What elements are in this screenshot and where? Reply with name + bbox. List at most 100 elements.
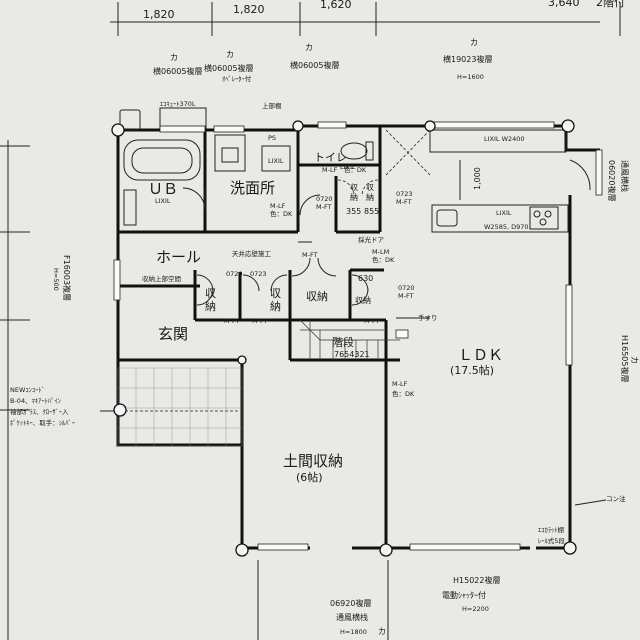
entrance-door-line-2: B-04、ﾏｷｱｰﾄﾊﾟｲﾝ — [10, 397, 61, 405]
dimension-line: 1,820 1,820 1,620 3,640 2階付 — [110, 0, 625, 36]
right-window-top-spec: 06020複層 — [607, 160, 617, 201]
window-spec-3: 横06005複層 — [290, 60, 339, 70]
d0723-b: 0723 — [250, 270, 267, 278]
pillars — [111, 119, 577, 557]
storage-vertical-labels: 収 納 収 納 収 納 収 納 収納 — [205, 182, 374, 313]
right-window-mid-spec: H16505複層 — [620, 335, 630, 382]
doors — [182, 159, 591, 306]
mft-e: M-FT — [224, 317, 240, 325]
toilet-brand: LIXIL — [340, 163, 356, 171]
room-ldk: ＬＤＫ — [458, 346, 503, 364]
right-window-labels: 06020複層 通風横栈 H16505複層 カ — [607, 160, 639, 382]
mft-a: M-FT — [316, 203, 332, 211]
entrance-porch-tiles — [117, 367, 243, 447]
storage-label-1b: 納 — [350, 192, 358, 202]
top-window-labels: カ 横06005複層 カ 横06005複層 ｵﾍﾟﾚｰﾀｰ付 カ 横06005複… — [153, 38, 492, 83]
dimension-3: 1,620 — [320, 0, 352, 11]
storage-label-3a: 収 — [205, 287, 216, 300]
room-hall: ホール — [156, 248, 201, 266]
room-washroom: 洗面所 — [230, 179, 275, 197]
left-side: F16003複層 H=500 — [0, 140, 72, 640]
bottom-storage-window-kana: カ — [378, 627, 386, 636]
window-kana-4: カ — [470, 38, 478, 47]
dim-1000: 1,000 — [473, 167, 482, 190]
bottom-ldk-window-height: H=2200 — [462, 605, 489, 613]
room-labels: ＵＢ LIXIL 洗面所 トイレ LIXIL ホール 玄関 収納 階段 7654… — [148, 151, 503, 484]
color-dk-a: 色：DK — [270, 209, 293, 218]
window-height-4: H=1600 — [457, 73, 484, 81]
d0720-a: 0720 — [316, 195, 333, 203]
bath-fixtures — [119, 107, 374, 226]
storage-label-2b: 納 — [366, 192, 374, 202]
mft-d: M-FT — [398, 292, 414, 300]
lixil-small: LIXIL — [268, 157, 284, 165]
room-dirt-storage-size: (6帖) — [296, 471, 323, 484]
eco-shelf: ｴｺｶﾗｯﾄ棚 — [538, 525, 565, 534]
room-dirt-storage: 土間収納 — [283, 452, 343, 470]
door-355: 355 — [346, 207, 361, 216]
right-window-top-sub: 通風横栈 — [620, 160, 630, 192]
lf-label: M-LF — [392, 380, 408, 388]
mft-c: M-FT — [302, 251, 318, 259]
ml-dk: M-LF — [270, 202, 286, 210]
mft-g: M-FT — [364, 317, 380, 325]
window-kana-3: カ — [305, 43, 313, 52]
left-window-spec: F16003複層 — [62, 255, 72, 301]
window-spec-4: 横19023複層 — [443, 54, 492, 64]
outlet-note: コン注 — [606, 494, 626, 503]
right-window-mid-kana: カ — [630, 356, 639, 364]
kitchen-brand: LIXIL — [496, 209, 512, 217]
handrail: 手すり — [418, 313, 438, 322]
entrance-door-line-3: 袖部ｶﾞﾗｽ、ｸﾛｰｻﾞｰ入 — [10, 407, 69, 416]
daylight-door: 採光ドア — [358, 235, 385, 244]
left-window-height: H=500 — [52, 268, 60, 291]
bottom-storage-window-height: H=1800 — [340, 628, 367, 636]
kitchen — [385, 129, 569, 233]
staircase — [299, 317, 430, 360]
d0723-a: 0723 — [396, 190, 413, 198]
room-ub: ＵＢ — [148, 180, 178, 198]
room-storage-main: 収納 — [306, 290, 328, 303]
storage-label-4a: 収 — [270, 287, 281, 300]
lf-color: 色：DK — [392, 389, 415, 398]
storage-label-1a: 収 — [350, 182, 358, 192]
ceiling-work: 天井応壁施工 — [232, 249, 272, 258]
mlm: M-LM — [372, 248, 389, 256]
entrance-door-line-1: NEWｺﾝｺｰﾄﾞ — [10, 386, 45, 394]
window-marks — [113, 121, 603, 551]
d0720-c: 0720 — [398, 284, 415, 292]
entrance-door-note: NEWｺﾝｺｰﾄﾞ B-04、ﾏｷｱｰﾄﾊﾟｲﾝ 袖部ｶﾞﾗｽ、ｸﾛｰｻﾞｰ入 … — [10, 386, 115, 427]
bottom-ldk-window-spec: H15022複層 — [453, 575, 500, 585]
d0720-b: 0720 — [226, 270, 243, 278]
dimension-2: 1,820 — [233, 3, 265, 16]
mft-f: M-FT — [252, 317, 268, 325]
room-entrance: 玄関 — [158, 325, 188, 343]
dim-630: 630 — [358, 274, 373, 283]
bottom-ldk-window-sub: 電動ｼｬｯﾀｰ付 — [442, 590, 486, 600]
entrance-door-line-4: ﾎﾟｹｯﾄｷｰ、取手：ｼﾙﾊﾞｰ — [10, 418, 75, 427]
stair-numbers: 7654321 — [334, 350, 370, 359]
color-dk-b: 色：DK — [372, 255, 395, 264]
dimension-1: 1,820 — [143, 8, 175, 21]
ecocute-label: ｴｺｷｭｰﾄ370L — [160, 100, 196, 108]
bottom-window-labels: H15022複層 電動ｼｬｯﾀｰ付 H=2200 06920複層 通風横栈 H=… — [257, 560, 500, 640]
window-kana-1: カ — [170, 53, 178, 62]
kitchen-size: W2585, D970 — [484, 223, 529, 231]
mlf-dk: M-LF 色：DK — [322, 165, 367, 174]
bottom-storage-window-sub: 通風横栈 — [336, 612, 368, 622]
window-spec-2: 横06005複層 — [204, 63, 253, 73]
rail-shelf: ﾚｰﾙ式5段 — [538, 536, 565, 545]
lixil-w2400: LIXIL W2400 — [484, 135, 525, 143]
storage-label-4b: 納 — [270, 300, 281, 313]
annotations: ｴｺｷｭｰﾄ370L 上部棚 PS LIXIL M-LF 色：DK 0720 M… — [142, 100, 626, 545]
window-spec-1: 横06005複層 — [153, 66, 202, 76]
storage-label-5: 収納 — [355, 295, 371, 305]
bottom-storage-window-spec: 06920複層 — [330, 598, 371, 608]
window-kana-2: カ — [226, 50, 234, 59]
dimension-4: 3,640 — [548, 0, 580, 9]
upper-space: 収納上部空間 — [142, 274, 181, 283]
mft-b: M-FT — [396, 198, 412, 206]
room-stairs: 階段 — [332, 335, 354, 349]
ps-label: PS — [268, 134, 276, 142]
